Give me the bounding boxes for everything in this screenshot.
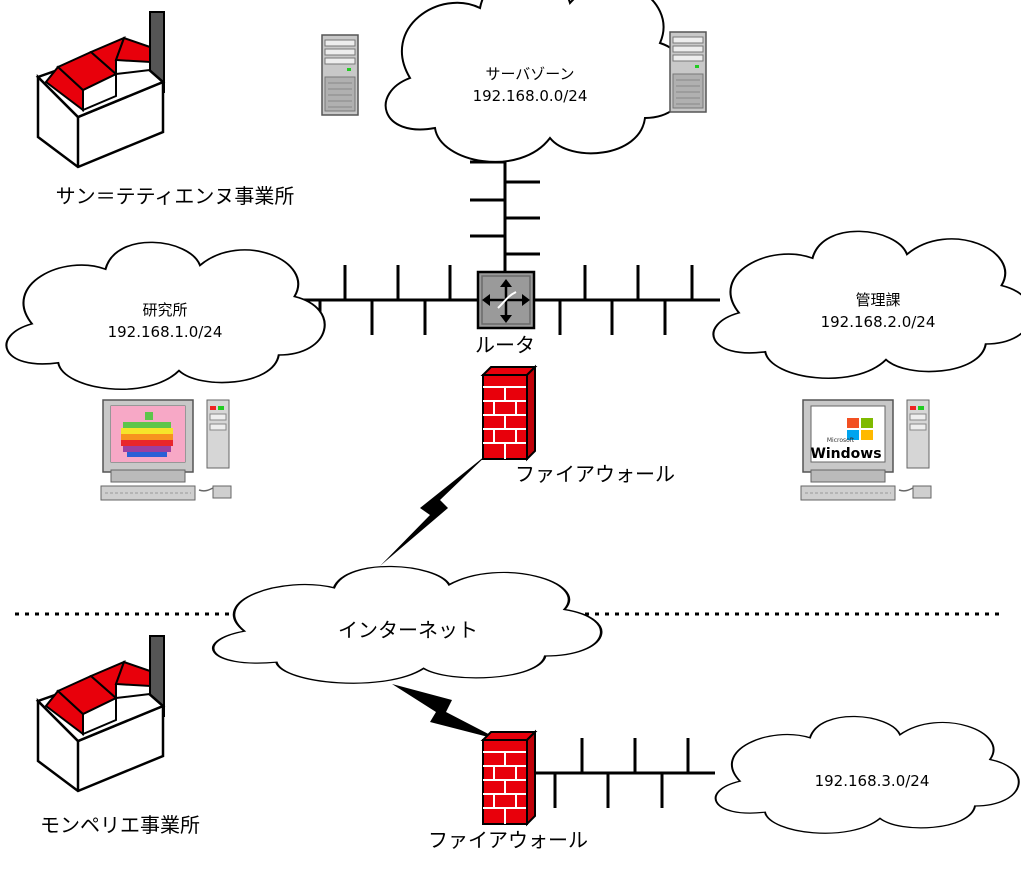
router-icon (476, 270, 536, 330)
windows-logo-icon (847, 418, 873, 440)
apple-logo-icon (121, 412, 173, 457)
factory-top-icon (36, 10, 166, 169)
server-zone-subnet: 192.168.0.0/24 (472, 87, 588, 105)
mac-computer-icon (100, 399, 232, 501)
server-zone-label: サーバゾーン 192.168.0.0/24 (430, 63, 630, 107)
firewall-bottom-icon (482, 731, 536, 825)
montpellier-site-label: モンペリエ事業所 (40, 813, 200, 837)
management-subnet: 192.168.2.0/24 (820, 313, 936, 331)
montpellier-segment (535, 738, 715, 808)
montpellier-subnet: 192.168.3.0/24 (814, 772, 930, 790)
saint-etienne-site-label: サン＝テティエンヌ事業所 (55, 184, 295, 208)
research-label: 研究所 192.168.1.0/24 (65, 299, 265, 343)
firewall-top-icon (482, 366, 536, 460)
router-label: ルータ (475, 333, 535, 357)
windows-computer-icon (800, 399, 932, 501)
management-name: 管理課 (855, 291, 901, 309)
factory-bottom-icon (36, 634, 166, 793)
windows-screen-text: Windows (810, 446, 882, 462)
wan-link-top-bolt (380, 452, 490, 566)
server-zone-name: サーバゾーン (485, 65, 575, 83)
server-right-icon (669, 31, 707, 113)
windows-small-text: Microsoft (826, 437, 855, 444)
research-subnet: 192.168.1.0/24 (107, 323, 223, 341)
firewall-top-label: ファイアウォール (515, 462, 675, 486)
wan-link-bottom-bolt (392, 684, 500, 740)
research-name: 研究所 (142, 301, 188, 319)
internet-label: インターネット (338, 618, 478, 642)
management-label: 管理課 192.168.2.0/24 (778, 289, 978, 333)
server-left-icon (321, 34, 359, 116)
firewall-bottom-label: ファイアウォール (428, 828, 588, 852)
